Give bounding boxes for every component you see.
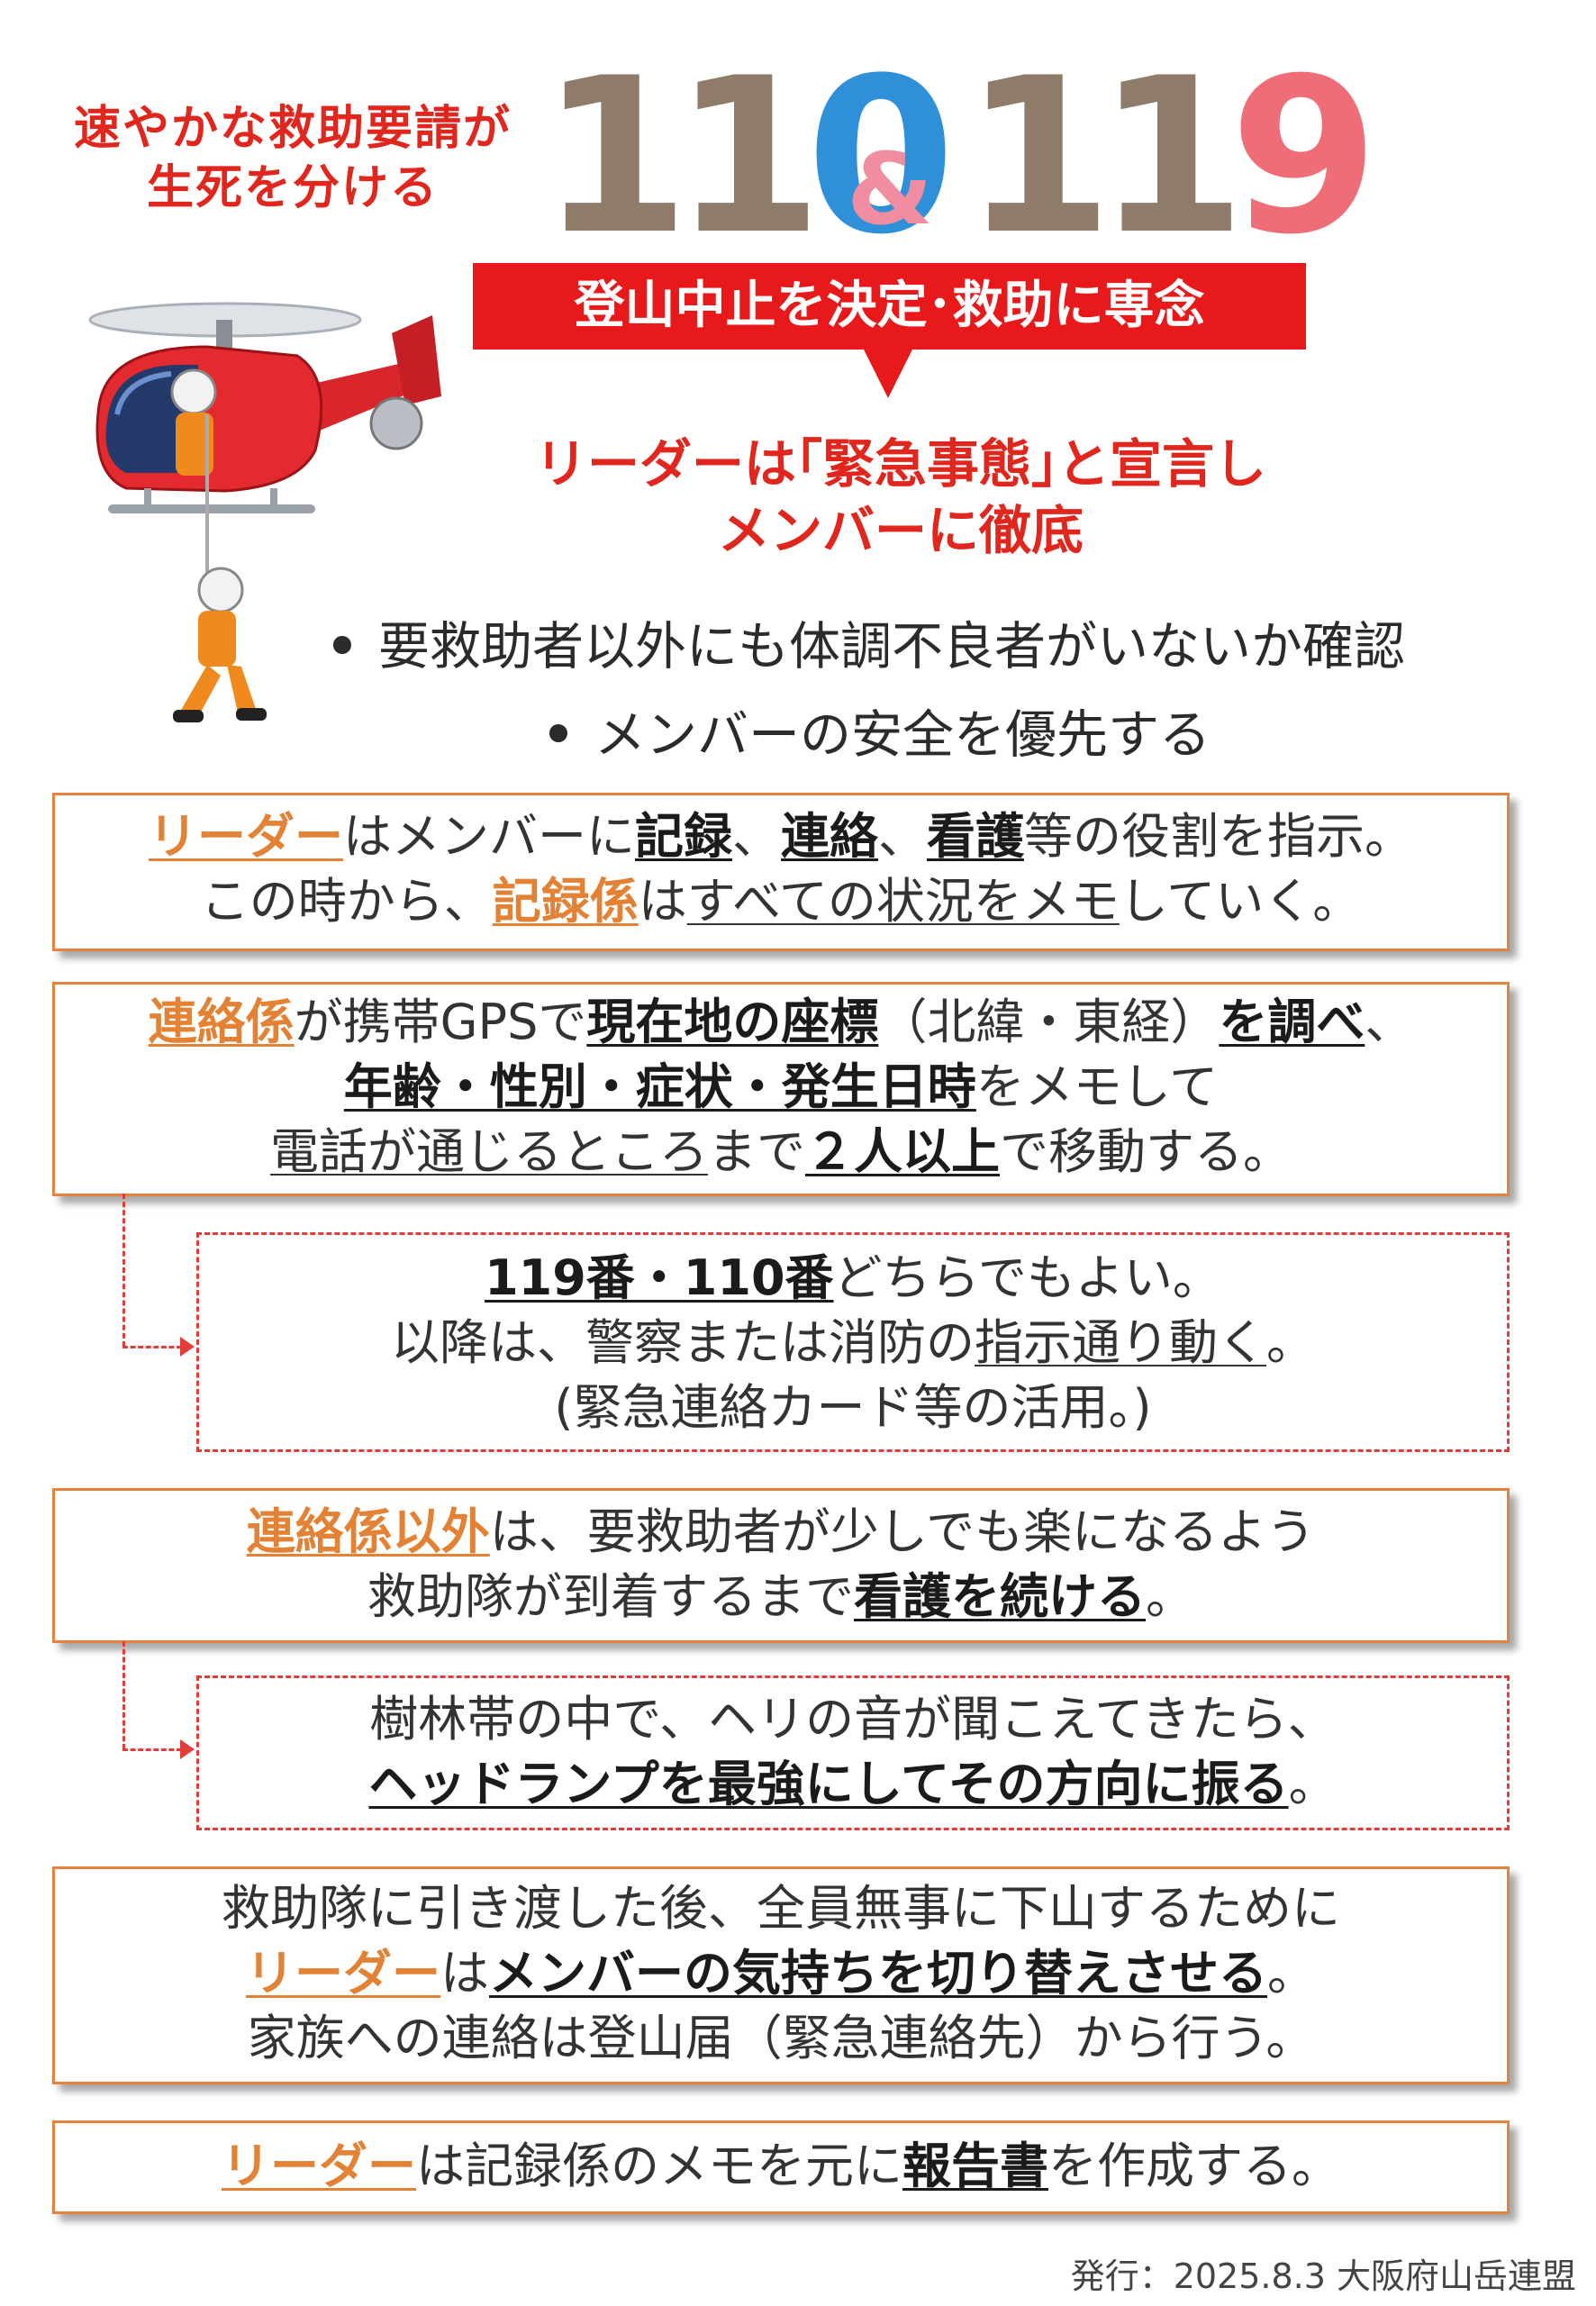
text: 、 bbox=[878, 808, 927, 865]
bold-text: 現在地の座標 bbox=[586, 994, 879, 1050]
highlight-others: 連絡係以外 bbox=[246, 1503, 490, 1560]
step-line: リーダーは記録係のメモを元に報告書を作成する。 bbox=[55, 2134, 1507, 2199]
step-line: 家族への連絡は登山届（緊急連絡先）から行う。 bbox=[247, 2010, 1315, 2066]
highlight-recorder: 記録係 bbox=[492, 873, 639, 930]
bold-text: 年齢・性別・症状・発生日時 bbox=[343, 1058, 976, 1115]
bold-text: 119番・110番 bbox=[485, 1249, 834, 1306]
text: 。 bbox=[1288, 1756, 1338, 1812]
highlight-leader: リーダー bbox=[222, 2138, 416, 2194]
text: は記録係のメモを元に bbox=[416, 2138, 902, 2194]
banner-arrow bbox=[863, 348, 913, 398]
text: で移動する。 bbox=[1000, 1123, 1292, 1180]
arrow-right-icon bbox=[180, 1337, 195, 1357]
step-line: 連絡係が携帯GPSで現在地の座標（北緯・東経）を調べ、 bbox=[55, 990, 1507, 1055]
bold-text: 連絡 bbox=[781, 808, 878, 865]
text: 。 bbox=[1146, 1568, 1194, 1625]
text: は bbox=[638, 873, 687, 930]
highlight-leader: リーダー bbox=[149, 808, 343, 865]
highlight-leader: リーダー bbox=[246, 1945, 440, 2002]
note-headlamp: 樹林帯の中で、ヘリの音が聞こえてきたら、 ヘッドランプを最強にしてその方向に振る… bbox=[196, 1675, 1510, 1830]
text: 等の役割を指示。 bbox=[1024, 808, 1413, 865]
bold-text: を調べ bbox=[1219, 994, 1365, 1050]
underlined-text: 電話が通じるところ bbox=[270, 1123, 708, 1180]
text: 救助隊が到着するまで bbox=[367, 1568, 854, 1625]
leader-declaration: リーダーは｢緊急事態｣と宣言し メンバーに徹底 bbox=[468, 431, 1333, 564]
declaration-line2: メンバーに徹底 bbox=[717, 500, 1084, 561]
note-line: (緊急連絡カード等の活用。) bbox=[554, 1379, 1152, 1436]
note-line: 樹林帯の中で、ヘリの音が聞こえてきたら、 bbox=[369, 1691, 1337, 1748]
text: は、要救助者が少しでも楽になるよう bbox=[489, 1503, 1316, 1560]
text: この時から、 bbox=[200, 873, 493, 930]
connector-line bbox=[122, 1641, 125, 1749]
step-line: 救助隊に引き渡した後、全員無事に下山するために bbox=[222, 1880, 1340, 1937]
note-emergency-call: 119番・110番どちらでもよい。 以降は、警察または消防の指示通り動く。 (緊… bbox=[196, 1232, 1510, 1452]
digit: 1 bbox=[540, 32, 690, 282]
step-line: 年齢・性別・症状・発生日時をメモして bbox=[55, 1055, 1507, 1120]
digit: 1 bbox=[964, 32, 1113, 282]
banner-stop-climb: 登山中止を決定･救助に専念 bbox=[473, 263, 1306, 350]
text: をメモして bbox=[975, 1058, 1219, 1115]
tagline: 速やかな救助要請が 生死を分ける bbox=[63, 99, 522, 218]
step-care: 連絡係以外は、要救助者が少しでも楽になるよう 救助隊が到着するまで看護を続ける。 bbox=[52, 1488, 1510, 1643]
bold-text: ２人以上 bbox=[805, 1123, 1000, 1180]
digit: 1 bbox=[1096, 32, 1247, 282]
publisher-footer: 発行：2025.8.3 大阪府山岳連盟 bbox=[1070, 2256, 1576, 2296]
declaration-line1: リーダーは｢緊急事態｣と宣言し bbox=[534, 433, 1266, 495]
text: 。 bbox=[1267, 1945, 1316, 2002]
tagline-line1: 速やかな救助要請が bbox=[73, 102, 512, 156]
bullet-item: • 要救助者以外にも体調不良者がいないか確認 bbox=[306, 611, 1477, 683]
text: 、 bbox=[732, 808, 781, 865]
bold-text: 報告書 bbox=[902, 2138, 1048, 2194]
text: どちらでもよい。 bbox=[833, 1249, 1221, 1306]
step-line: 電話が通じるところまで２人以上で移動する。 bbox=[55, 1120, 1507, 1185]
text: 、 bbox=[1365, 994, 1414, 1050]
step-report: リーダーは記録係のメモを元に報告書を作成する。 bbox=[52, 2120, 1510, 2214]
note-line: ヘッドランプを最強にしてその方向に振る。 bbox=[199, 1752, 1507, 1817]
text: を作成する。 bbox=[1048, 2138, 1340, 2194]
step-line: リーダーはメンバーの気持ちを切り替えさせる。 bbox=[55, 1941, 1507, 2006]
bold-text: 看護を続ける bbox=[854, 1568, 1146, 1625]
bullet-dot-icon: • bbox=[541, 705, 576, 765]
bullet-text: メンバーの安全を優先する bbox=[594, 705, 1211, 765]
step-assign-roles: リーダーはメンバーに記録、連絡、看護等の役割を指示。 この時から、記録係はすべて… bbox=[52, 793, 1510, 951]
step-contact-person: 連絡係が携帯GPSで現在地の座標（北緯・東経）を調べ、 年齢・性別・症状・発生日… bbox=[52, 982, 1510, 1196]
text: は bbox=[440, 1945, 489, 2002]
text: 。 bbox=[1266, 1314, 1315, 1371]
underlined-text: すべての状況をメモ bbox=[686, 873, 1120, 930]
rescue-helicopter-illustration bbox=[88, 302, 441, 722]
step-line: 救助隊が到着するまで看護を続ける。 bbox=[55, 1565, 1507, 1630]
connector-line bbox=[122, 1748, 182, 1751]
underlined-text: 指示通り動く bbox=[975, 1314, 1266, 1371]
text: まで bbox=[708, 1123, 805, 1180]
text: が携帯GPSで bbox=[294, 994, 587, 1050]
note-line: 以降は、警察または消防の指示通り動く。 bbox=[199, 1311, 1507, 1375]
note-line: 119番・110番どちらでもよい。 bbox=[199, 1246, 1507, 1311]
connector-line bbox=[122, 1346, 182, 1348]
bullet-item: • メンバーの安全を優先する bbox=[522, 699, 1513, 771]
tagline-line2: 生死を分ける bbox=[146, 161, 439, 215]
bold-text: ヘッドランプを最強にしてその方向に振る bbox=[368, 1756, 1289, 1812]
text: していく。 bbox=[1119, 873, 1362, 930]
text: はメンバーに bbox=[343, 808, 635, 865]
bullet-text: 要救助者以外にも体調不良者がいないか確認 bbox=[378, 617, 1405, 676]
digit: 1 bbox=[673, 32, 823, 282]
digit: 0 bbox=[806, 32, 956, 282]
bold-text: 看護 bbox=[927, 808, 1024, 865]
step-line: この時から、記録係はすべての状況をメモしていく。 bbox=[55, 869, 1507, 934]
text: 以降は、警察または消防の bbox=[391, 1314, 975, 1371]
bold-text: メンバーの気持ちを切り替えさせる bbox=[489, 1945, 1267, 2002]
number-110: 110 bbox=[540, 50, 956, 266]
connector-line bbox=[122, 1194, 125, 1347]
digit: 9 bbox=[1229, 32, 1379, 282]
arrow-right-icon bbox=[180, 1739, 195, 1759]
bullet-dot-icon: • bbox=[325, 617, 359, 676]
highlight-contact: 連絡係 bbox=[148, 994, 295, 1050]
text: （北緯・東経） bbox=[878, 994, 1220, 1050]
bold-text: 記録 bbox=[635, 808, 732, 865]
step-line: 連絡係以外は、要救助者が少しでも楽になるよう bbox=[55, 1500, 1507, 1565]
step-handover: 救助隊に引き渡した後、全員無事に下山するために リーダーはメンバーの気持ちを切り… bbox=[52, 1866, 1510, 2084]
ampersand: & bbox=[847, 132, 933, 247]
number-119: 119 bbox=[964, 50, 1379, 266]
step-line: リーダーはメンバーに記録、連絡、看護等の役割を指示。 bbox=[55, 804, 1507, 869]
